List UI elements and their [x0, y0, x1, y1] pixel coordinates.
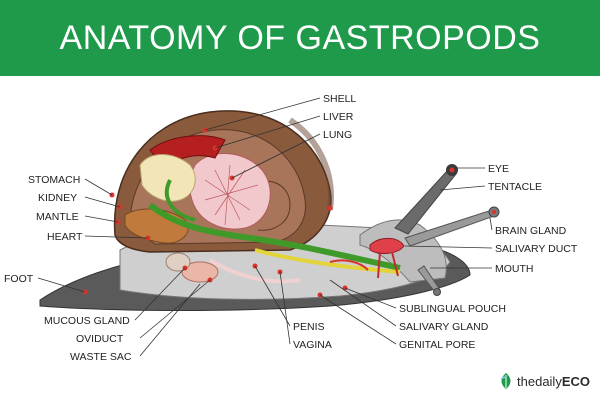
page-title: ANATOMY OF GASTROPODS	[59, 18, 541, 57]
label-salivary-duct: SALIVARY DUCT	[495, 243, 578, 255]
intestine-tube	[148, 202, 401, 271]
label-brain-gland: BRAIN GLAND	[495, 225, 567, 237]
label-salivary-gland: SALIVARY GLAND	[399, 321, 489, 333]
label-sublingual-pouch: SUBLINGUAL POUCH	[399, 303, 506, 315]
brand-prefix: thedaily	[517, 373, 562, 389]
label-foot: FOOT	[4, 273, 34, 285]
label-tentacle: TENTACLE	[488, 181, 542, 193]
stomach-shape	[139, 154, 196, 202]
label-mucous-gland: MUCOUS GLAND	[44, 315, 130, 327]
label-vagina: VAGINA	[293, 339, 332, 351]
leader-lines	[37, 97, 493, 357]
label-shell: SHELL	[323, 93, 356, 105]
label-lung: LUNG	[323, 129, 352, 141]
brand-name: thedailyECO	[517, 374, 590, 389]
label-genital-pore: GENITAL PORE	[399, 339, 475, 351]
label-stomach: STOMACH	[28, 174, 80, 186]
label-oviduct: OVIDUCT	[76, 333, 124, 345]
label-kidney: KIDNEY	[38, 192, 77, 204]
leaf-icon	[500, 373, 511, 389]
brand-suffix: ECO	[561, 373, 590, 389]
brand-logo: thedailyECO	[498, 372, 590, 390]
label-mouth: MOUTH	[495, 263, 534, 275]
label-liver: LIVER	[323, 111, 354, 123]
title-banner: ANATOMY OF GASTROPODS	[0, 0, 600, 76]
label-eye: EYE	[488, 163, 509, 175]
label-penis: PENIS	[293, 321, 325, 333]
label-heart: HEART	[47, 231, 83, 243]
label-mantle: MANTLE	[36, 211, 79, 223]
label-waste-sac: WASTE SAC	[70, 351, 132, 363]
